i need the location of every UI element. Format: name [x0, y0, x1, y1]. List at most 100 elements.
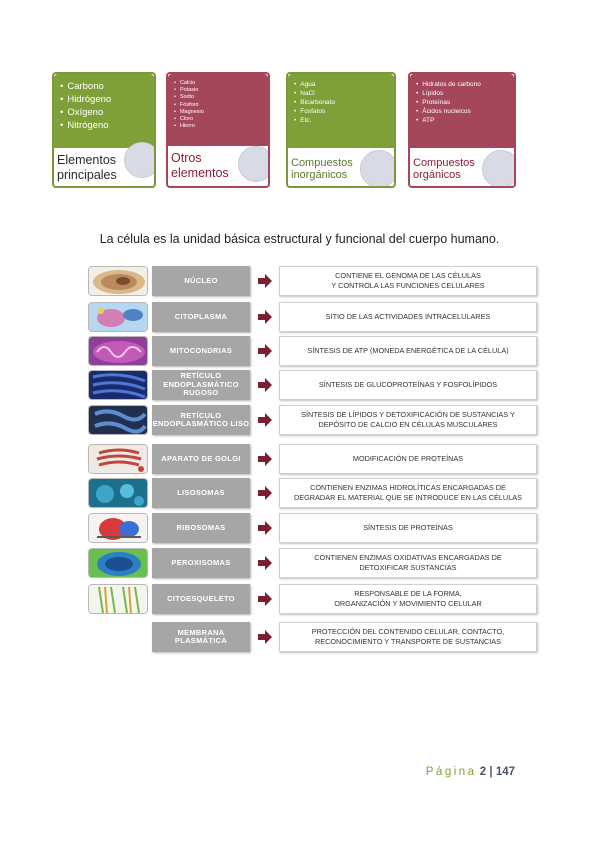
card-item: Lípidos [416, 89, 510, 98]
smooth-er-image [88, 405, 148, 435]
card-item: Magnesio [174, 109, 264, 116]
card-item: Hidrógeno [60, 93, 150, 106]
organelle-name: APARATO DE GOLGI [152, 444, 250, 474]
organelle-description: MODIFICACIÓN DE PROTEÍNAS [279, 444, 537, 474]
organelle-name: MITOCONDRIAS [152, 336, 250, 366]
organelle-description-text: PROTECCIÓN DEL CONTENIDO CELULAR, CONTAC… [311, 627, 505, 646]
arrow-right-icon [258, 274, 272, 288]
organelle-description-text: SÍNTESIS DE LÍPIDOS Y DETOXIFICACIÓN DE … [301, 410, 515, 429]
rough-er-image [88, 370, 148, 400]
peroxisomes-image [88, 548, 148, 578]
organelle-row-lysosomes: LISOSOMAS CONTIENEN ENZIMAS HIDROLÍTICAS… [88, 478, 540, 508]
organelle-row-cytoskeleton: CITOESQUELETO RESPONSABLE DE LA FORMA, O… [88, 584, 540, 614]
card-other-elements: Calcio Potasio Sodio Fósforo Magnesio Cl… [166, 72, 270, 188]
organelle-description-text: MODIFICACIÓN DE PROTEÍNAS [352, 454, 464, 463]
card-inorganic-list-panel: Agua NaCl Bicarbonato Fosfatos Etc. [288, 74, 394, 148]
card-item: Oxígeno [60, 106, 150, 119]
arrow-right-icon [258, 310, 272, 324]
organelle-row-nucleus: NÚCLEO CONTIENE EL GENOMA DE LAS CÉLULAS… [88, 266, 540, 296]
card-main-elements-list-panel: Carbono Hidrógeno Oxígeno Nitrógeno [54, 74, 154, 148]
organelle-description: SITIO DE LAS ACTIVIDADES INTRACELULARES [279, 302, 537, 332]
arrow-right-icon [258, 556, 272, 570]
organelle-description: SÍNTESIS DE GLUCOPROTEÍNAS Y FOSFOLÍPIDO… [279, 370, 537, 400]
ribosomes-image [88, 513, 148, 543]
page-separator: | [489, 766, 493, 778]
organelle-description: SÍNTESIS DE LÍPIDOS Y DETOXIFICACIÓN DE … [279, 405, 537, 435]
organelle-description-text: CONTIENE EL GENOMA DE LAS CÉLULAS Y CONT… [331, 271, 485, 290]
organelle-description-text: CONTIENEN ENZIMAS OXIDATIVAS ENCARGADAS … [314, 553, 502, 572]
card-item: Bicarbonato [294, 98, 390, 107]
card-label: Otros elementos [171, 151, 229, 180]
card-organic-list-panel: Hidratos de carbono Lípidos Proteínas Ác… [410, 74, 514, 148]
decorative-circle [124, 142, 154, 178]
card-item: Sodio [174, 94, 264, 101]
card-item: Hierro [174, 123, 264, 130]
card-label: Elementos principales [57, 153, 117, 182]
organelle-name: CITOESQUELETO [152, 584, 250, 614]
decorative-circle [482, 150, 514, 186]
card-main-elements: Carbono Hidrógeno Oxígeno Nitrógeno Elem… [52, 72, 156, 188]
organelle-name: PEROXISOMAS [152, 548, 250, 578]
organelle-row-smooth-er: RETÍCULO ENDOPLASMÁTICO LISO SÍNTESIS DE… [88, 405, 540, 435]
organelle-name: LISOSOMAS [152, 478, 250, 508]
organelle-name: RETÍCULO ENDOPLASMÁTICO RUGOSO [152, 370, 250, 400]
arrow-right-icon [258, 521, 272, 535]
arrow-right-icon [258, 630, 272, 644]
card-item: Etc. [294, 116, 390, 125]
organelle-row-ribosomes: RIBOSOMAS SÍNTESIS DE PROTEÍNAS [88, 513, 540, 543]
card-item: Hidratos de carbono [416, 80, 510, 89]
organelle-description-text: SÍNTESIS DE PROTEÍNAS [363, 523, 453, 532]
arrow-right-icon [258, 378, 272, 392]
arrow-right-icon [258, 413, 272, 427]
arrow-right-icon [258, 592, 272, 606]
organelle-name: RETÍCULO ENDOPLASMÁTICO LISO [152, 405, 250, 435]
organelle-row-cytoplasm: CITOPLASMA SITIO DE LAS ACTIVIDADES INTR… [88, 302, 540, 332]
organelle-description: SÍNTESIS DE ATP (MONEDA ENERGÉTICA DE LA… [279, 336, 537, 366]
organelle-name: RIBOSOMAS [152, 513, 250, 543]
page-footer: Página 2 | 147 [426, 766, 515, 778]
organelle-row-rough-er: RETÍCULO ENDOPLASMÁTICO RUGOSO SÍNTESIS … [88, 370, 540, 400]
card-item: Nitrógeno [60, 119, 150, 132]
cytoplasm-image [88, 302, 148, 332]
organelle-description: CONTIENEN ENZIMAS HIDROLÍTICAS ENCARGADA… [279, 478, 537, 508]
card-label: Compuestos inorgánicos [291, 156, 353, 182]
card-item: Cloro [174, 116, 264, 123]
nucleus-image [88, 266, 148, 296]
card-item: Carbono [60, 80, 150, 93]
card-organic-compounds: Hidratos de carbono Lípidos Proteínas Ác… [408, 72, 516, 188]
arrow-right-icon [258, 344, 272, 358]
decorative-circle [360, 150, 394, 186]
mitochondria-image [88, 336, 148, 366]
organelle-description-text: SÍNTESIS DE ATP (MONEDA ENERGÉTICA DE LA… [307, 346, 509, 355]
organelle-row-peroxisomes: PEROXISOMAS CONTIENEN ENZIMAS OXIDATIVAS… [88, 548, 540, 578]
cytoskeleton-image [88, 584, 148, 614]
organelle-description-text: CONTIENEN ENZIMAS HIDROLÍTICAS ENCARGADA… [293, 483, 522, 502]
organelle-name: CITOPLASMA [152, 302, 250, 332]
organelle-description-text: SÍNTESIS DE GLUCOPROTEÍNAS Y FOSFOLÍPIDO… [318, 380, 498, 389]
organelle-description: PROTECCIÓN DEL CONTENIDO CELULAR, CONTAC… [279, 622, 537, 652]
organelle-name: NÚCLEO [152, 266, 250, 296]
card-item: Calcio [174, 80, 264, 87]
card-item: Fosfatos [294, 107, 390, 116]
card-item: NaCl [294, 89, 390, 98]
organelle-description: RESPONSABLE DE LA FORMA, ORGANIZACIÓN Y … [279, 584, 537, 614]
golgi-image [88, 444, 148, 474]
card-item: Proteínas [416, 98, 510, 107]
arrow-right-icon [258, 452, 272, 466]
lysosomes-image [88, 478, 148, 508]
card-item: ATP [416, 116, 510, 125]
organelle-description-text: SITIO DE LAS ACTIVIDADES INTRACELULARES [325, 312, 491, 321]
intro-sentence: La célula es la unidad básica estructura… [99, 232, 500, 246]
arrow-right-icon [258, 486, 272, 500]
organelle-description: CONTIENEN ENZIMAS OXIDATIVAS ENCARGADAS … [279, 548, 537, 578]
card-item: Potasio [174, 87, 264, 94]
card-other-elements-list-panel: Calcio Potasio Sodio Fósforo Magnesio Cl… [168, 74, 268, 146]
page-word: Página [425, 766, 477, 778]
page-total: 147 [495, 766, 515, 778]
organelle-description-text: RESPONSABLE DE LA FORMA, ORGANIZACIÓN Y … [334, 589, 482, 608]
card-item: Fósforo [174, 102, 264, 109]
page-number: 2 [479, 766, 487, 778]
organelle-description: SÍNTESIS DE PROTEÍNAS [279, 513, 537, 543]
decorative-circle [238, 146, 268, 182]
card-inorganic-compounds: Agua NaCl Bicarbonato Fosfatos Etc. Comp… [286, 72, 396, 188]
